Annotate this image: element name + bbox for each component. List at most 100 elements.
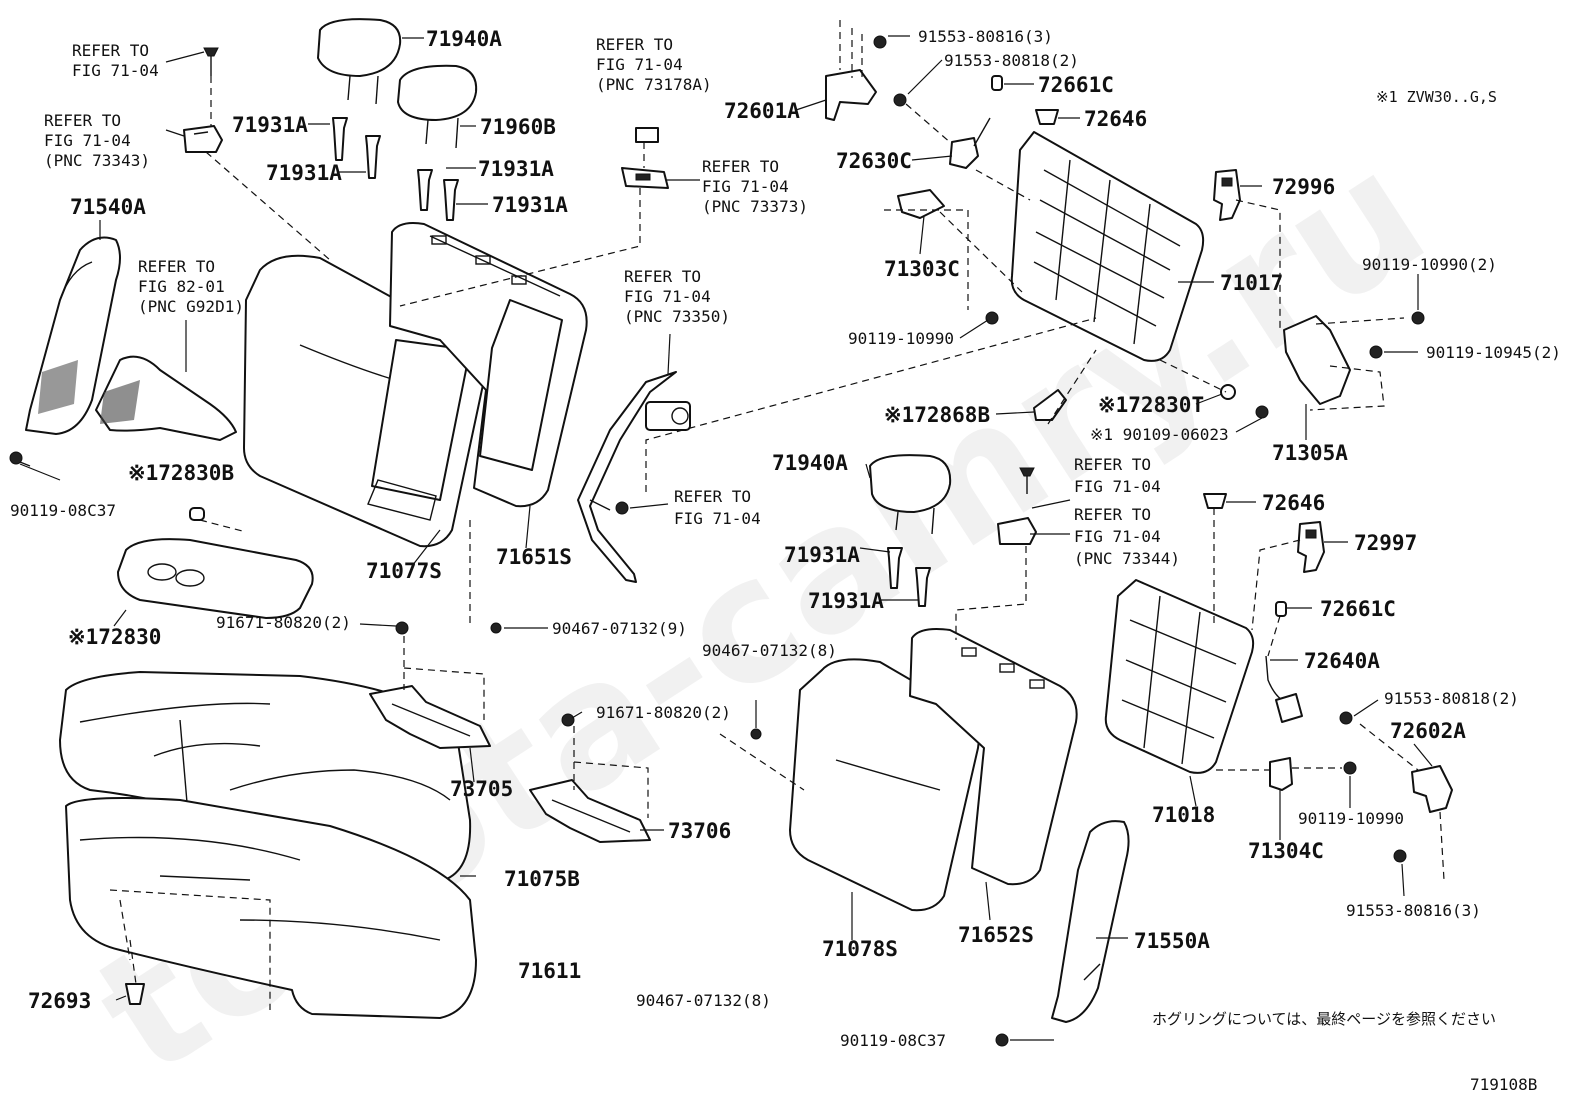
seat-belt-73350: [577, 371, 691, 583]
bolt-91553-80816-top: [873, 35, 887, 49]
label-71931A-3: 71931A: [478, 157, 554, 181]
label-90119-10990-2: 90119-10990(2): [1362, 255, 1497, 274]
seatback-frame-71652S: [909, 628, 1078, 886]
screw-90109-06023: [1255, 405, 1269, 419]
part-labels: 71940A 71931A 71931A 71931A 71931A 71960…: [10, 27, 1561, 1050]
label-91553-80816-3a: 91553-80816(3): [918, 27, 1053, 46]
hinge-73706: [529, 779, 651, 843]
refer-pnc-73344: REFER TO FIG 71-04 (PNC 73344): [1074, 505, 1180, 568]
headrest-71940A-mid: [869, 454, 952, 535]
label-71303C: 71303C: [884, 257, 960, 281]
armrest-72830: [117, 538, 314, 619]
bolt-90119-10990-a: [985, 311, 999, 325]
label-71931A-6: 71931A: [808, 589, 884, 613]
label-71652S: 71652S: [958, 923, 1034, 947]
refer-pnc-73350: REFER TO FIG 71-04 (PNC 73350): [624, 267, 730, 326]
clip-fig71-04-left: [203, 47, 219, 76]
label-71540A: 71540A: [70, 195, 146, 219]
label-72661C-b: 72661C: [1320, 597, 1396, 621]
bolt-90119-08C37-bottom: [995, 1033, 1009, 1047]
label-91553-80818-2a: 91553-80818(2): [944, 51, 1079, 70]
bolts-90467-07132: [490, 622, 762, 740]
refer-pnc-G92D1: REFER TO FIG 82-01 (PNC G92D1): [138, 257, 244, 316]
bezel-72997: [1297, 521, 1325, 573]
seatback-cover-71078S: [789, 658, 980, 912]
seatback-frame-71651S: [389, 222, 588, 508]
clip-fig71-04-mid: [1019, 467, 1035, 494]
cover-73344: [997, 517, 1037, 545]
cap-72830B: [189, 507, 205, 521]
label-91671-80820-b: 91671-80820(2): [596, 703, 731, 722]
label-91671-80820-a: 91671-80820(2): [216, 613, 351, 632]
headrest-guides-mid: [887, 547, 931, 607]
label-72996: 72996: [1272, 175, 1335, 199]
label-72630C: 72630C: [836, 149, 912, 173]
figure-id: 719108B: [1470, 1075, 1537, 1094]
hinge-73705: [369, 685, 491, 749]
bolt-91553-80818-bottom: [1339, 711, 1353, 725]
label-72868B: ※172868B: [884, 403, 990, 427]
label-72830: ※172830: [68, 625, 161, 649]
bezel-72996: [1213, 169, 1241, 221]
cover-73343: [183, 125, 223, 153]
cable-72640A: [1265, 655, 1303, 723]
seatback-frame-71018: [1104, 579, 1255, 774]
label-71018: 71018: [1152, 803, 1215, 827]
bracket-71304C: [1269, 757, 1293, 791]
cap-72830T: [1220, 384, 1236, 400]
label-71931A-5: 71931A: [784, 543, 860, 567]
bracket-71303C: [897, 189, 945, 219]
label-90119-08C37-left: 90119-08C37: [10, 501, 116, 520]
label-72830B: ※172830B: [128, 461, 234, 485]
leader-lines: [19, 35, 1433, 1041]
refer-fig71-04-belt: REFER TO FIG 71-04: [674, 487, 761, 528]
label-90467-07132-9: 90467-07132(9): [552, 619, 687, 638]
label-72602A: 72602A: [1390, 719, 1466, 743]
belt-retractor-G92D1: [95, 355, 237, 441]
label-72646-a: 72646: [1084, 107, 1147, 131]
refer-fig71-04-a: REFER TO FIG 71-04: [72, 41, 159, 80]
seatback-frame-71017: [1010, 131, 1205, 362]
label-90467-07132-8b: 90467-07132(8): [636, 991, 771, 1010]
seat-side-trim-71540A: [25, 236, 121, 435]
seat-cushion-pad-71611: [65, 797, 477, 1019]
label-72997: 72997: [1354, 531, 1417, 555]
bolt-91553-80816-bottom: [1393, 849, 1407, 863]
label-71611: 71611: [518, 959, 581, 983]
plate-73178A: [635, 127, 659, 143]
label-71931A-1: 71931A: [232, 113, 308, 137]
label-71940A-top: 71940A: [426, 27, 502, 51]
label-90119-10945-2: 90119-10945(2): [1426, 343, 1561, 362]
label-71077S: 71077S: [366, 559, 442, 583]
label-90119-08C37-bottom: 90119-08C37: [840, 1031, 946, 1050]
cap-72661C-bottom: [1275, 601, 1287, 617]
label-72830T: ※172830T: [1098, 393, 1204, 417]
cover-72868B: [1033, 389, 1067, 421]
lock-72630C: [949, 117, 991, 169]
bolts-91671-80820: [395, 621, 575, 727]
headrest-71940A-top: [317, 18, 402, 105]
label-71305A: 71305A: [1272, 441, 1348, 465]
label-72693: 72693: [28, 989, 91, 1013]
refer-pnc-73178A: REFER TO FIG 71-04 (PNC 73178A): [596, 35, 712, 94]
footer-note-jp: ホグリングについては、最終ページを参照ください: [1152, 1010, 1496, 1028]
hinge-71305A: [1283, 315, 1351, 405]
bracket-72601A: [825, 69, 877, 121]
label-71078S: 71078S: [822, 937, 898, 961]
refer-pnc-73373: REFER TO FIG 71-04 (PNC 73373): [702, 157, 808, 216]
refer-to-labels: REFER TO FIG 71-04 REFER TO FIG 71-04 (P…: [44, 35, 1180, 568]
label-91553-80816-3b: 91553-80816(3): [1346, 901, 1481, 920]
label-71931A-4: 71931A: [492, 193, 568, 217]
bolt-90119-08C37-left: [9, 451, 31, 467]
label-90467-07132-8a: 90467-07132(8): [702, 641, 837, 660]
label-71960B: 71960B: [480, 115, 556, 139]
label-71550A: 71550A: [1134, 929, 1210, 953]
bolts-71305A: [1369, 311, 1425, 359]
headrest-71960B: [397, 64, 478, 149]
clip-72693: [125, 983, 145, 1005]
refer-pnc-73343: REFER TO FIG 71-04 (PNC 73343): [44, 111, 150, 170]
clip-72646-top: [1035, 109, 1059, 125]
label-71017: 71017: [1220, 271, 1283, 295]
label-71940A-mid: 71940A: [772, 451, 848, 475]
